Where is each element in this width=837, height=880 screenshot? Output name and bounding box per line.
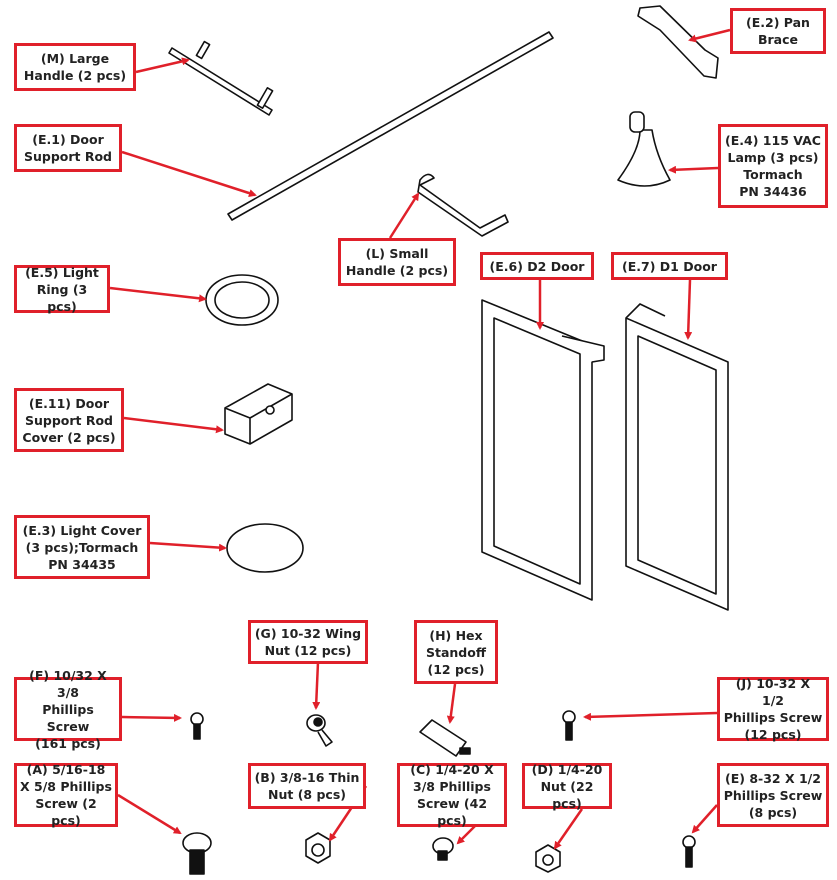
label-lamp: (E.4) 115 VAC Lamp (3 pcs) Tormach PN 34…: [718, 124, 828, 208]
callout-arrows: [109, 28, 731, 850]
phillips-screw-c-part: [432, 837, 454, 861]
door-support-rod-part: [227, 31, 554, 221]
phillips-screw-j-part: [562, 710, 576, 741]
light-cover-part: [226, 523, 304, 573]
label-d1-door: (E.7) D1 Door: [611, 252, 728, 280]
label-hex-standoff: (H) Hex Standoff (12 pcs): [414, 620, 498, 684]
label-screw-a: (A) 5/16-18 X 5/8 Phillips Screw (2 pcs): [14, 762, 118, 828]
label-rod-cover: (E.11) Door Support Rod Cover (2 pcs): [14, 388, 124, 452]
phillips-screw-a-part: [182, 832, 212, 875]
pan-brace-part: [637, 5, 719, 79]
label-d2-door: (E.6) D2 Door: [480, 252, 594, 280]
label-thin-nut: (B) 3/8-16 Thin Nut (8 pcs): [248, 763, 366, 809]
small-handle-part: [417, 173, 509, 237]
light-ring-part: [205, 274, 279, 326]
label-light-cover: (E.3) Light Cover (3 pcs);Tormach PN 344…: [14, 515, 150, 579]
thin-nut-part: [305, 832, 331, 864]
door-support-rod-cover-part: [224, 383, 293, 445]
phillips-screw-f-part: [190, 712, 204, 740]
label-screw-f: (F) 10/32 X 3/8 Phillips Screw (161 pcs): [14, 668, 122, 751]
hex-standoff-part: [419, 719, 471, 757]
label-pan-brace: (E.2) Pan Brace: [730, 8, 826, 54]
d2-door-part: [481, 299, 605, 601]
label-large-handle: (M) Large Handle (2 pcs): [14, 43, 136, 91]
label-nut-d: (D) 1/4-20 Nut (22 pcs): [522, 762, 612, 811]
label-light-ring: (E.5) Light Ring (3 pcs): [14, 265, 110, 314]
label-door-support-rod: (E.1) Door Support Rod: [14, 124, 122, 172]
large-handle-part: [168, 40, 274, 116]
lamp-part: [617, 111, 671, 187]
label-small-handle: (L) Small Handle (2 pcs): [338, 238, 456, 286]
label-screw-j: (J) 10-32 X 1/2 Phillips Screw (12 pcs): [717, 676, 829, 742]
wing-nut-part: [306, 714, 333, 747]
label-screw-c: (C) 1/4-20 X 3/8 Phillips Screw (42 pcs): [397, 762, 507, 828]
phillips-screw-e-part: [682, 835, 696, 868]
label-wing-nut: (G) 10-32 Wing Nut (12 pcs): [248, 620, 368, 664]
nut-d-part: [535, 844, 561, 873]
d1-door-part: [625, 303, 729, 611]
label-screw-e: (E) 8-32 X 1/2 Phillips Screw (8 pcs): [717, 763, 829, 827]
